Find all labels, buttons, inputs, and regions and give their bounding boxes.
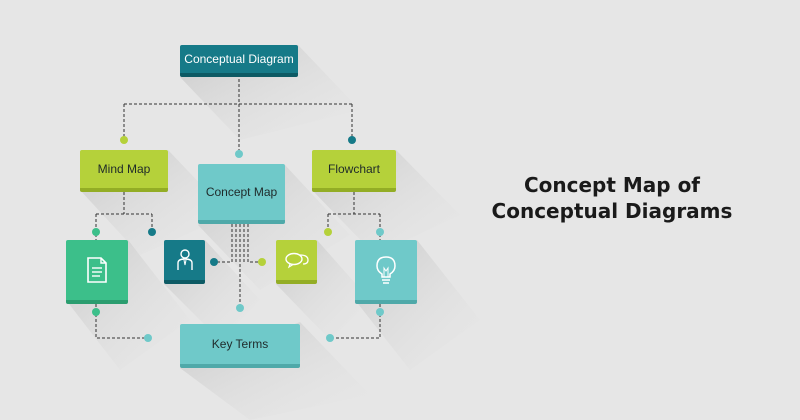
key-terms-node: Key Terms [180, 324, 300, 368]
speech-bubble-icon [284, 252, 309, 269]
mind-map-node: Mind Map [80, 150, 168, 192]
connector-dots [92, 136, 384, 342]
document-icon [87, 257, 107, 283]
connector-conceptmap [212, 224, 262, 310]
mind-map-label: Mind Map [97, 162, 151, 176]
connector-flowchart [327, 192, 381, 240]
title-line-1: Concept Map of [523, 173, 701, 197]
concept-map-label: Concept Map [205, 185, 278, 199]
key-terms-label: Key Terms [211, 337, 269, 351]
person-icon [176, 249, 193, 270]
concept-map-node: Concept Map [198, 164, 285, 224]
connector-mindmap [95, 192, 153, 240]
person-icon-box [164, 240, 205, 284]
title-line-2: Conceptual Diagrams [491, 199, 733, 223]
conceptual-diagram-label: Conceptual Diagram [184, 52, 294, 66]
conceptual-diagram-node: Conceptual Diagram [180, 45, 298, 77]
lightbulb-icon [376, 256, 396, 284]
flowchart-label: Flowchart [327, 162, 380, 176]
document-icon-box [66, 240, 128, 304]
connector-top [123, 79, 353, 152]
lightbulb-icon-box [355, 240, 417, 304]
diagram-title: Concept Map of Conceptual Diagrams [462, 172, 762, 224]
flowchart-node: Flowchart [312, 150, 396, 192]
speech-bubble-icon-box [276, 240, 317, 284]
